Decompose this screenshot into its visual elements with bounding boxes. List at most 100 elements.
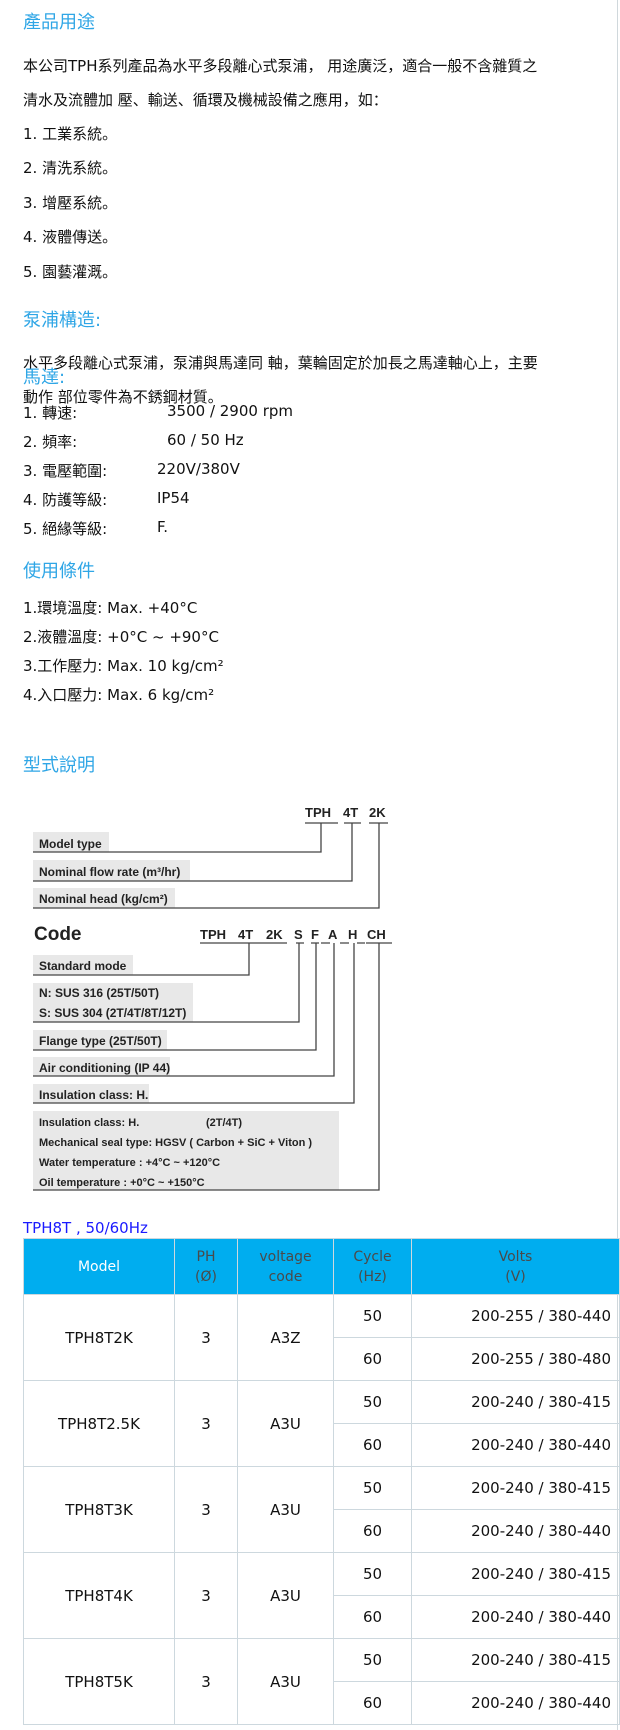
- header-ph-line: PH: [196, 1248, 216, 1265]
- header-cycle-unit: (Hz): [358, 1268, 387, 1285]
- code-part: A: [328, 927, 338, 942]
- cell-cycle: 60: [333, 1423, 412, 1467]
- cell-ph: 3: [174, 1638, 238, 1725]
- table-row: 60 200-240 / 380-440: [24, 1423, 620, 1467]
- motor-label: 5. 絕緣等級:: [23, 520, 108, 538]
- usage-item: 5. 園藝灌溉。: [23, 263, 118, 281]
- motor-heading: 馬達:: [23, 367, 66, 388]
- diagram-note: Mechanical seal type: HGSV ( Carbon + Si…: [39, 1137, 312, 1149]
- motor-value: IP54: [157, 489, 190, 507]
- diagram-label: Model type: [39, 837, 102, 851]
- diagram-label: Nominal head (kg/cm²): [39, 892, 168, 906]
- condition-item: 2.液體溫度: +0°C ~ +90°C: [23, 628, 219, 646]
- code-part: 2K: [266, 927, 283, 942]
- cell-cycle: 50: [333, 1294, 412, 1338]
- usage-intro: 清水及流體加 壓、輸送、循環及機械設備之應用，如：: [23, 91, 388, 109]
- top-code-part: 2K: [369, 805, 386, 820]
- diagram-label: Flange type (25T/50T): [39, 1034, 162, 1048]
- code-part: H: [348, 927, 357, 942]
- top-code-part: TPH: [305, 805, 331, 820]
- model-code-diagram: TPH 4T 2K Model type Nominal flow rate (…: [33, 805, 392, 1191]
- motor-label: 4. 防護等級:: [23, 491, 108, 509]
- motor-label: 1. 轉速:: [23, 404, 78, 422]
- cell-voltage-code: A3U: [237, 1638, 334, 1725]
- usage-item: 4. 液體傳送。: [23, 228, 118, 246]
- cell-cycle: 60: [333, 1595, 412, 1639]
- diagram-label: Nominal flow rate (m³/hr): [39, 865, 180, 879]
- construction-text: 動作 部位零件為不銹鋼材質。: [23, 388, 223, 406]
- header-vc-line: code: [268, 1268, 303, 1285]
- cell-ph: 3: [174, 1380, 238, 1467]
- motor-label: 2. 頻率:: [23, 433, 78, 451]
- cell-volts: 200-255 / 380-480: [411, 1337, 620, 1381]
- cell-cycle: 60: [333, 1337, 412, 1381]
- motor-value: 3500 / 2900 rpm: [167, 402, 294, 420]
- header-volts-unit: (V): [505, 1268, 526, 1285]
- diagram-label: Air conditioning (IP 44): [39, 1061, 170, 1075]
- table-row: TPH8T2.5K 3 A3U 50 200-240 / 380-415: [23, 1380, 620, 1467]
- motor-value: 60 / 50 Hz: [167, 431, 244, 449]
- usage-item: 3. 增壓系統。: [23, 194, 118, 212]
- cell-volts: 200-255 / 380-440: [411, 1294, 620, 1338]
- diagram-label: N: SUS 316 (25T/50T): [39, 986, 159, 1000]
- code-part: S: [294, 927, 303, 942]
- cell-ph: 3: [174, 1466, 238, 1553]
- usage-heading: 產品用途: [23, 12, 95, 33]
- diagram-note: Oil temperature : +0°C ~ +150°C: [39, 1177, 205, 1189]
- code-part: TPH: [200, 927, 226, 942]
- condition-item: 3.工作壓力: Max. 10 kg/cm²: [23, 657, 224, 675]
- cell-model: TPH8T3K: [23, 1466, 175, 1553]
- code-part: CH: [367, 927, 386, 942]
- table-row: 60 200-240 / 380-440: [24, 1681, 620, 1725]
- table-row: TPH8T3K 3 A3U 50 200-240 / 380-415: [23, 1466, 620, 1553]
- usage-item: 2. 清洗系統。: [23, 159, 118, 177]
- header-ph-unit: (Ø): [195, 1268, 217, 1285]
- cell-model: TPH8T2.5K: [23, 1380, 175, 1467]
- usage-item: 1. 工業系統。: [23, 125, 118, 143]
- diagram-label: S: SUS 304 (2T/4T/8T/12T): [39, 1006, 186, 1020]
- diagram-label: Insulation class: H.: [39, 1088, 148, 1102]
- cell-voltage-code: A3U: [237, 1552, 334, 1639]
- cell-volts: 200-240 / 380-440: [411, 1595, 620, 1639]
- code-title: Code: [34, 924, 82, 945]
- cell-ph: 3: [174, 1552, 238, 1639]
- model-desc-heading: 型式說明: [23, 755, 95, 776]
- cell-model: TPH8T2K: [23, 1294, 175, 1381]
- cell-voltage-code: A3U: [237, 1380, 334, 1467]
- code-part: F: [311, 927, 319, 942]
- cell-volts: 200-240 / 380-415: [411, 1638, 620, 1682]
- cell-model: TPH8T5K: [23, 1638, 175, 1725]
- diagram-note: Water temperature : +4°C ~ +120°C: [39, 1157, 220, 1169]
- cell-ph: 3: [174, 1294, 238, 1381]
- code-part: 4T: [238, 927, 253, 942]
- header-voltage-code: voltage code: [237, 1238, 334, 1295]
- condition-item: 1.環境溫度: Max. +40°C: [23, 599, 198, 617]
- construction-text: 水平多段離心式泵浦，泵浦與馬達同 軸，葉輪固定於加長之馬達軸心上，主要: [23, 354, 538, 372]
- header-cycle-line: Cycle: [353, 1248, 392, 1265]
- cell-cycle: 50: [333, 1552, 412, 1596]
- cell-cycle: 50: [333, 1466, 412, 1510]
- table-caption: TPH8T , 50/60Hz: [23, 1219, 148, 1237]
- table-row: TPH8T2K 3 A3Z 50 200-255 / 380-440: [23, 1294, 620, 1381]
- diagram-note: (2T/4T): [206, 1117, 242, 1129]
- cell-volts: 200-240 / 380-415: [411, 1380, 620, 1424]
- header-vc-line: voltage: [259, 1248, 312, 1265]
- conditions-heading: 使用條件: [23, 561, 95, 582]
- cell-cycle: 50: [333, 1638, 412, 1682]
- cell-volts: 200-240 / 380-440: [411, 1509, 620, 1553]
- cell-volts: 200-240 / 380-440: [411, 1423, 620, 1467]
- top-code-part: 4T: [343, 805, 358, 820]
- header-ph: PH (Ø): [174, 1238, 238, 1295]
- cell-voltage-code: A3Z: [237, 1294, 334, 1381]
- header-cycle: Cycle (Hz): [333, 1238, 412, 1295]
- motor-value: 220V/380V: [157, 460, 240, 478]
- table-row: TPH8T4K 3 A3U 50 200-240 / 380-415: [23, 1552, 620, 1639]
- motor-value: F.: [157, 518, 168, 536]
- diagram-label: Standard mode: [39, 959, 127, 973]
- cell-cycle: 60: [333, 1509, 412, 1553]
- construction-heading: 泵浦構造:: [23, 310, 102, 331]
- diagram-note: Insulation class: H.: [39, 1117, 139, 1129]
- table-row: 60 200-255 / 380-480: [24, 1337, 620, 1381]
- condition-item: 4.入口壓力: Max. 6 kg/cm²: [23, 686, 215, 704]
